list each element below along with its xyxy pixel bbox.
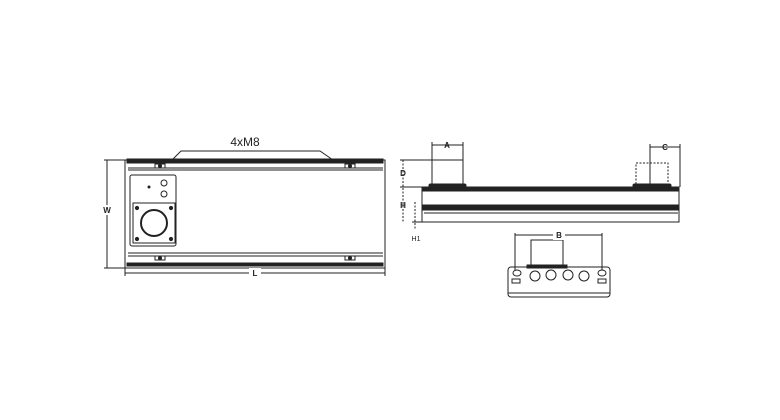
d-label: D <box>400 169 406 178</box>
bottom-rail <box>126 262 384 267</box>
connector-panel <box>129 174 177 247</box>
bracket-a <box>431 159 464 188</box>
end-connectors <box>511 269 607 284</box>
bracket-c-dashed <box>635 162 669 188</box>
h-label: H <box>400 201 406 210</box>
top-view: 4xM8 W L <box>100 135 386 278</box>
h1-label: H1 <box>412 236 421 243</box>
end-bracket <box>530 239 564 268</box>
bolt-holes <box>154 163 356 261</box>
a-label: A <box>444 141 450 150</box>
gland-icon <box>160 190 168 198</box>
top-rail <box>126 158 384 164</box>
socket-icon <box>140 209 168 237</box>
side-view: A C D H H1 <box>400 141 681 243</box>
socket-screws <box>134 205 174 242</box>
bolt-leader <box>171 150 334 161</box>
bolt-label: 4xM8 <box>230 135 260 149</box>
c-label: C <box>662 143 668 152</box>
b-label: B <box>556 231 562 240</box>
length-label: L <box>253 269 258 278</box>
gland-icon <box>160 179 168 187</box>
width-label: W <box>103 206 111 215</box>
socket-plate <box>132 202 176 244</box>
indicator-dot <box>147 185 151 189</box>
end-view: B <box>507 230 611 298</box>
